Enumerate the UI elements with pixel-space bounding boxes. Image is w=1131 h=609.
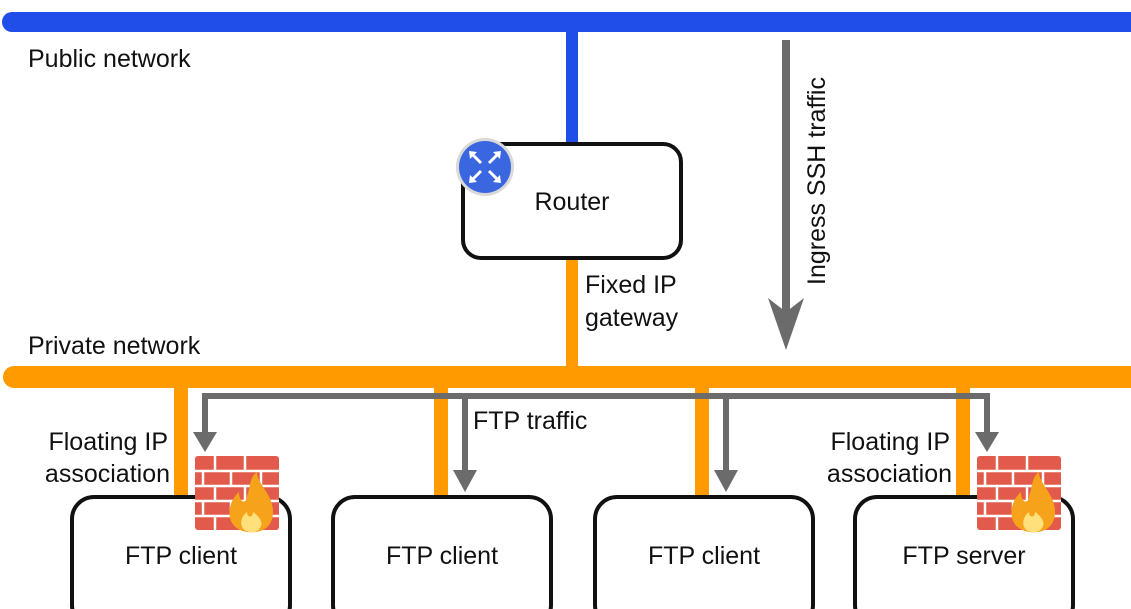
private-network-label: Private network	[28, 332, 201, 360]
floating-ip-left-line2: association	[45, 460, 170, 488]
floating-ip-right-line2: association	[827, 460, 952, 488]
ftp-arrowhead-1	[193, 432, 217, 452]
firewall-icon	[195, 456, 279, 533]
firewall-icon	[977, 456, 1061, 533]
public-network-label: Public network	[28, 45, 191, 73]
ftp-arrowhead-2	[453, 470, 477, 492]
router-label: Router	[534, 188, 609, 216]
ftp-node-label-1: FTP client	[125, 542, 237, 570]
ftp-node-label-2: FTP client	[386, 542, 498, 570]
ingress-ssh-label: Ingress SSH traffic	[803, 77, 831, 285]
ftp-node-label-3: FTP client	[648, 542, 760, 570]
fixed-ip-label-line1: Fixed IP	[585, 271, 677, 299]
router-icon	[456, 138, 514, 196]
router-box[interactable]	[461, 142, 683, 260]
ftp-arrowhead-3	[714, 470, 738, 492]
ftp-node-box-3[interactable]	[593, 495, 815, 609]
ftp-node-label-4: FTP server	[902, 542, 1025, 570]
fixed-ip-label-line2: gateway	[585, 304, 679, 332]
floating-ip-left-line1: Floating IP	[48, 428, 168, 456]
floating-ip-right-line1: Floating IP	[830, 428, 950, 456]
ftp-traffic-line	[202, 393, 990, 440]
ftp-traffic-label: FTP traffic	[473, 407, 587, 435]
ftp-node-box-2[interactable]	[331, 495, 553, 609]
ingress-arrowhead	[768, 298, 804, 350]
ftp-arrowhead-4	[975, 432, 999, 452]
